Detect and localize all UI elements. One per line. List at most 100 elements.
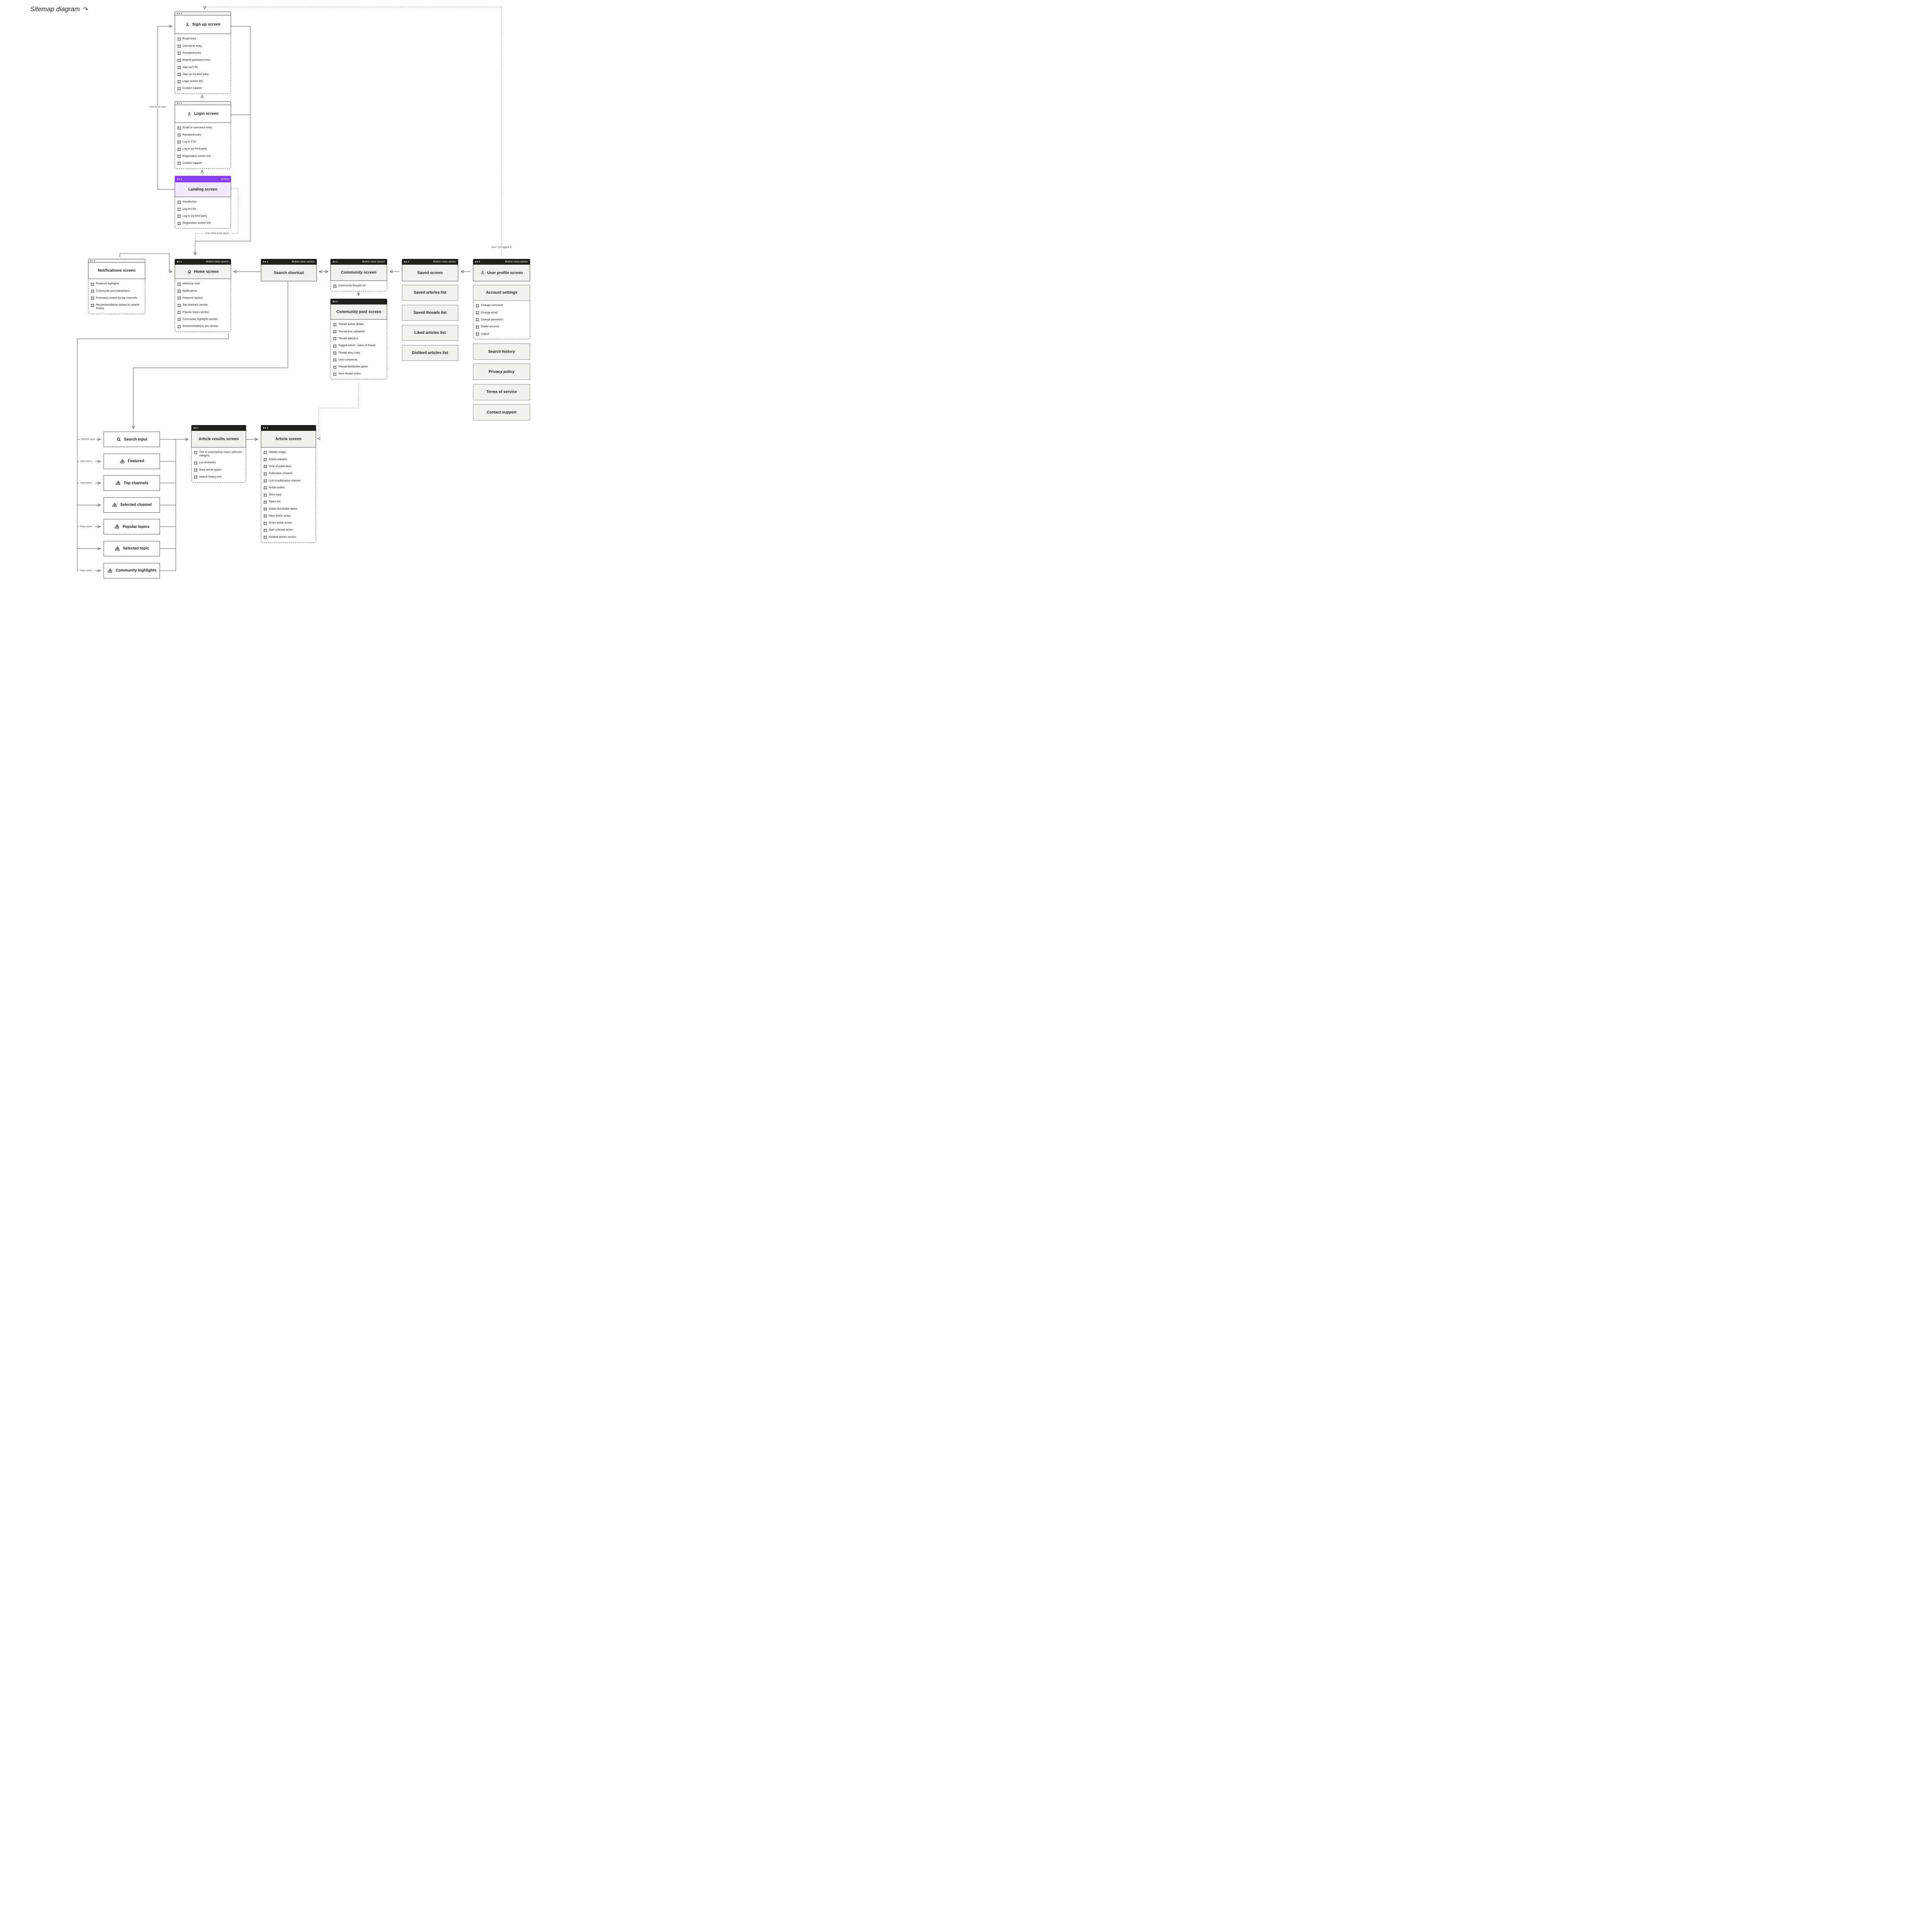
screen-item: Change email (473, 309, 530, 316)
bottom-menu-access-tag: Bottom menu access (206, 260, 229, 263)
frame-icon (333, 358, 337, 362)
frame-icon (264, 479, 267, 483)
node-box[interactable]: Search input (104, 432, 160, 447)
sitemap-canvas: Sitemap diagram↷ User not logged in Firs… (0, 0, 598, 580)
list-box[interactable]: Contact support (473, 404, 530, 421)
list-box[interactable]: Search history (473, 344, 530, 360)
screen-item: Article statistics (261, 456, 316, 463)
frame-icon (476, 325, 479, 329)
window-dots-icon (333, 301, 338, 302)
frame-icon (333, 351, 337, 355)
account-settings-title: Account settings (473, 285, 530, 301)
screen-card-article-results[interactable]: Article results screen Title of searched… (191, 425, 246, 483)
list-box[interactable]: Liked articles list (402, 325, 458, 341)
screen-card-community[interactable]: Bottom menu access Community screen Comm… (330, 259, 387, 292)
frame-icon (194, 468, 197, 472)
window-dots-icon (475, 261, 480, 262)
screen-card-saved[interactable]: Bottom menu access Saved screen (402, 259, 458, 281)
screen-item: Password entry (175, 131, 231, 138)
window-chrome-bar: landing (175, 176, 231, 182)
screen-item: Log in CTA (175, 139, 231, 146)
window-chrome-bar (175, 12, 231, 15)
list-box[interactable]: Saved threads list (402, 305, 458, 321)
window-chrome-bar (330, 299, 387, 304)
screen-item: Login screen link (175, 78, 231, 85)
screen-item: Start a thread action (261, 527, 316, 534)
window-dots-icon (177, 261, 182, 262)
account-settings-card[interactable]: Account settings Change username Change … (473, 285, 530, 340)
node-box[interactable]: Community highlights (104, 563, 160, 578)
edge-label-first-time-user: First-time user (148, 105, 167, 109)
screen-item: Contact support (175, 85, 231, 92)
list-box[interactable]: Terms of service (473, 384, 530, 400)
node-box[interactable]: Selected channel (104, 497, 160, 513)
screen-item: Search history link (192, 474, 246, 481)
bottom-menu-access-tag: Bottom menu access (362, 260, 385, 263)
shapes-icon (116, 480, 120, 485)
screen-item: Top channels section (175, 302, 231, 309)
frame-icon (333, 344, 337, 348)
frame-icon (264, 500, 267, 504)
screen-item: Introduction (175, 199, 231, 206)
screen-card-article[interactable]: Article screen Header image Article stat… (261, 425, 316, 543)
screen-card-home[interactable]: Bottom menu access Home screen Welcome n… (175, 259, 231, 332)
screen-item: Change username (473, 302, 530, 309)
screen-title-community: Community screen (330, 265, 387, 281)
frame-icon (264, 536, 267, 539)
screen-title-login: Login screen (175, 105, 231, 123)
screen-item: Share article action (261, 520, 316, 527)
edge-label-view-more: View more... (78, 569, 95, 572)
screen-items-article: Header image Article statistics Time of … (261, 447, 316, 543)
frame-icon (264, 458, 267, 461)
node-box[interactable]: Featured (104, 453, 160, 469)
screen-title-home: Home screen (175, 265, 231, 279)
screen-title-search-shortcut: Search shortcut (261, 265, 317, 281)
screen-item: Related stories section (261, 534, 316, 541)
screen-item: Time of publication (261, 463, 316, 470)
edge-label-view-more: View more... (78, 460, 95, 463)
bottom-menu-access-tag: Bottom menu access (292, 260, 315, 263)
account-settings-items: Change username Change email Change pass… (473, 301, 530, 340)
frame-icon (177, 80, 181, 83)
screen-card-community-post[interactable]: Community post screen Thread author deta… (330, 299, 387, 380)
window-dots-icon (333, 261, 338, 262)
node-box[interactable]: Selected topic (104, 541, 160, 556)
screen-item: Recommended to you section (175, 323, 231, 330)
frame-icon (177, 311, 181, 314)
screen-card-signup[interactable]: Sign up screen Email entry Username entr… (175, 12, 231, 94)
frame-icon (177, 44, 181, 48)
window-chrome-bar (261, 425, 316, 431)
frame-icon (177, 66, 181, 69)
screen-card-login[interactable]: Login screen Email or username entry Pas… (175, 101, 231, 169)
frame-icon (177, 155, 181, 158)
screen-title-signup: Sign up screen (175, 15, 231, 34)
screen-title-saved: Saved screen (402, 265, 458, 281)
screen-item: Community highlights section (175, 316, 231, 323)
screen-title-community-post: Community post screen (330, 304, 387, 320)
screen-item: Featured section (175, 295, 231, 302)
frame-icon (476, 304, 479, 308)
frame-icon (333, 372, 337, 376)
list-box[interactable]: Disliked articles list (402, 345, 458, 361)
screen-card-notifications[interactable]: Notifications screen Featured highlights… (88, 259, 145, 314)
frame-icon (264, 472, 267, 476)
list-box[interactable]: Privacy policy (473, 364, 530, 380)
screen-item: Publication channel (261, 470, 316, 477)
screen-card-search-shortcut[interactable]: Bottom menu access Search shortcut (261, 259, 317, 281)
frame-icon (476, 318, 479, 322)
node-box[interactable]: Popular topics (104, 519, 160, 535)
window-chrome-bar: Bottom menu access (402, 259, 458, 265)
frame-icon (177, 282, 181, 286)
screen-item: Save thread action (331, 371, 387, 378)
list-box[interactable]: Saved articles list (402, 285, 458, 301)
screen-item: Featured highlights (88, 281, 145, 287)
frame-icon (177, 201, 181, 204)
bottom-menu-access-tag: Bottom menu access (433, 260, 456, 263)
window-chrome-bar: Bottom menu access (175, 259, 231, 265)
screen-item: Delete account (473, 323, 530, 330)
node-box[interactable]: Top channels (104, 475, 160, 491)
screen-title-user-profile: User profile screen (473, 265, 530, 281)
screen-card-landing[interactable]: landing Landing screen Introduction Log … (175, 176, 231, 229)
screen-card-user-profile[interactable]: Bottom menu access User profile screen (473, 259, 530, 281)
frame-icon (177, 304, 181, 307)
